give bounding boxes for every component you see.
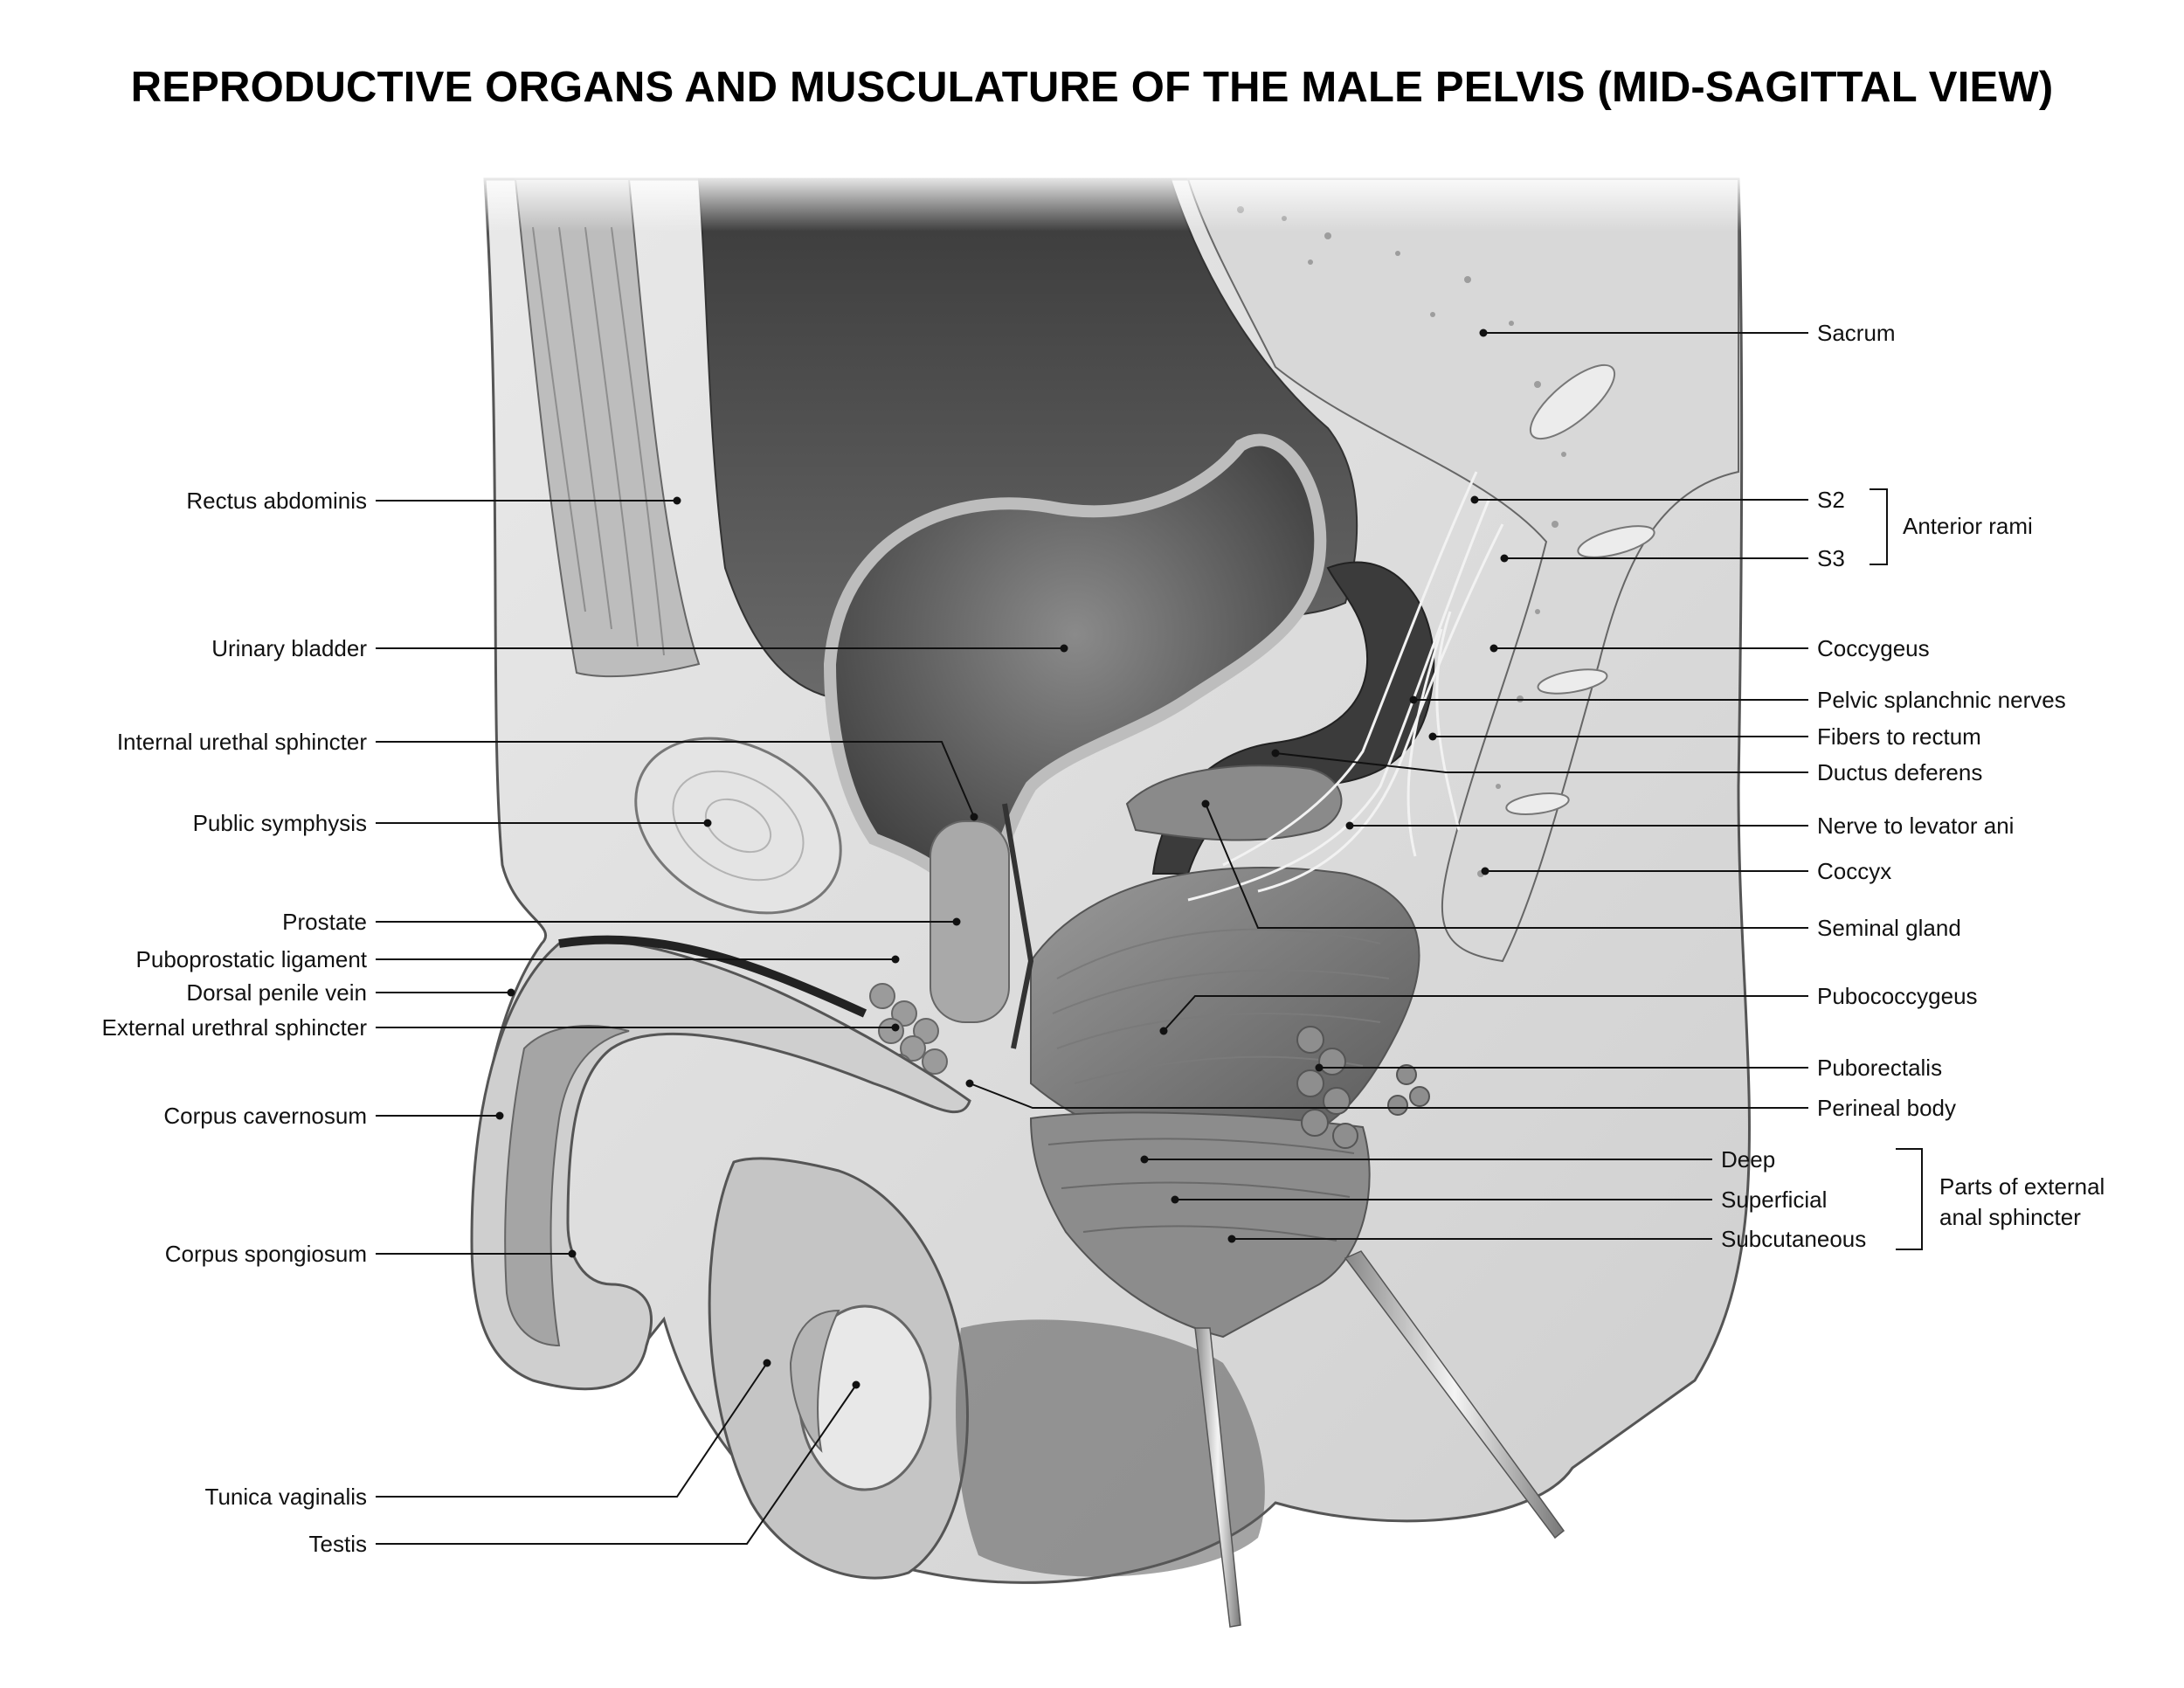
anterior-rami-bracket	[1870, 488, 1888, 565]
corpus-spongiosum-pointer-dot	[568, 1249, 577, 1258]
pubococcygeus-pointer-dot	[1159, 1027, 1168, 1035]
pubic-symphysis-label: Public symphysis	[193, 810, 367, 836]
perineal-body-label: Perineal body	[1817, 1095, 1956, 1121]
pubic-symphysis-pointer-dot	[703, 819, 712, 827]
seminal-gland	[1125, 764, 1343, 841]
coccyx-pointer-dot	[1481, 867, 1489, 875]
sacrum-pointer-dot	[1479, 329, 1488, 337]
anal-sphincter-bracket	[1896, 1148, 1923, 1250]
urinary-bladder	[823, 433, 1327, 948]
bracket-layer	[1870, 488, 1923, 1250]
perineal-body-leader	[969, 1083, 1808, 1109]
pelvic-splanchnic-nerves-label: Pelvic splanchnic nerves	[1817, 687, 2066, 713]
s3-pointer-dot	[1500, 554, 1509, 563]
puboprostatic-ligament-pointer-dot	[891, 955, 900, 964]
rectus-abdominis-label: Rectus abdominis	[186, 488, 367, 514]
rectus-fibers	[532, 226, 665, 656]
seminal-gland-leader	[1205, 803, 1808, 929]
ductus-deferens-pointer-dot	[1271, 749, 1280, 758]
buttock	[956, 1319, 1265, 1577]
superficial-label: Superficial	[1721, 1186, 1827, 1213]
ductus-deferens-leader	[1275, 752, 1808, 773]
tunica-vaginalis-shape	[789, 1309, 840, 1453]
urinary-bladder-label: Urinary bladder	[211, 635, 367, 661]
seminal-gland-pointer-dot	[1201, 799, 1210, 808]
fibers-to-rectum-pointer-dot	[1428, 732, 1437, 741]
seminal-gland-label: Seminal gland	[1817, 915, 1961, 941]
tunica-vaginalis-leader	[376, 1362, 768, 1498]
urethra	[1002, 803, 1034, 1049]
dorsal-penile-vein-pointer-dot	[507, 988, 515, 997]
internal-urethral-sphincter-pointer-dot	[970, 813, 978, 821]
testis-leader	[376, 1384, 857, 1545]
anterior-rami-label: Anterior rami	[1903, 513, 2033, 539]
perineal-body-pointer-dot	[965, 1079, 974, 1088]
vertebral-discs	[1505, 363, 1655, 815]
coccyx-label: Coccyx	[1817, 858, 1891, 884]
pubic-symphysis	[634, 737, 842, 915]
s2-label: S2	[1817, 487, 1845, 513]
superficial-pointer-dot	[1171, 1195, 1179, 1204]
external-anal-sphincter	[1029, 1111, 1371, 1339]
deep-pointer-dot	[1140, 1155, 1149, 1164]
rectus-abdominis-pointer-dot	[673, 496, 681, 505]
pelvic-nerves	[1187, 471, 1504, 902]
puboprostatic-ligament-label: Puboprostatic ligament	[136, 946, 368, 972]
probe-left	[1194, 1327, 1241, 1628]
subcutaneous-label: Subcutaneous	[1721, 1226, 1866, 1252]
tunica-vaginalis-label: Tunica vaginalis	[205, 1484, 367, 1510]
pelvis-illustration	[437, 170, 1765, 1628]
dorsal-penile-vein-shape	[558, 935, 867, 1018]
pubococcygeus-label: Pubococcygeus	[1817, 983, 1978, 1009]
s3-label: S3	[1817, 545, 1845, 571]
diagram-title: REPRODUCTIVE ORGANS AND MUSCULATURE OF T…	[130, 64, 2054, 111]
dorsal-penile-vein-label: Dorsal penile vein	[186, 979, 367, 1006]
fibers-to-rectum-label: Fibers to rectum	[1817, 723, 1981, 750]
testis-pointer-dot	[852, 1380, 860, 1389]
subcutaneous-pointer-dot	[1227, 1235, 1236, 1243]
coccygeus-pointer-dot	[1489, 644, 1498, 653]
s2-pointer-dot	[1470, 495, 1479, 504]
probe-right	[1344, 1250, 1565, 1539]
nerve-to-levator-ani-label: Nerve to levator ani	[1817, 813, 2014, 839]
parts-line1-label: Parts of external	[1939, 1173, 2105, 1200]
sacrum-label: Sacrum	[1817, 320, 1896, 346]
external-urethral-sphincter-pointer-dot	[891, 1023, 900, 1032]
penis	[470, 938, 971, 1391]
puborectalis-label: Puborectalis	[1817, 1055, 1942, 1081]
corpus-cavernosum-shape	[504, 1025, 630, 1347]
corpus-cavernosum-label: Corpus cavernosum	[163, 1103, 367, 1129]
pubococcygeus-leader	[1163, 995, 1808, 1032]
parts-line2-label: anal sphincter	[1939, 1204, 2081, 1230]
external-urethral-sphincter-label: External urethral sphincter	[102, 1014, 368, 1041]
prostate-label: Prostate	[282, 909, 367, 935]
testis-label: Testis	[309, 1531, 367, 1557]
internal-urethral-sphincter-label: Internal urethal sphincter	[117, 729, 368, 755]
ductus-deferens-label: Ductus deferens	[1817, 759, 1982, 785]
nerve-to-levator-ani-pointer-dot	[1345, 821, 1354, 830]
pelvic-splanchnic-nerves-pointer-dot	[1409, 695, 1418, 704]
top-fade	[437, 170, 1765, 232]
corpus-spongiosum-label: Corpus spongiosum	[165, 1241, 367, 1267]
tunica-vaginalis-pointer-dot	[763, 1359, 771, 1367]
puborectalis-pointer-dot	[1315, 1063, 1324, 1072]
corpus-cavernosum-pointer-dot	[495, 1111, 504, 1120]
coccygeus-label: Coccygeus	[1817, 635, 1930, 661]
sphincter-fibers	[1047, 1138, 1355, 1242]
internal-urethral-sphincter-leader	[376, 741, 975, 818]
urinary-bladder-pointer-dot	[1060, 644, 1068, 653]
prostate-pointer-dot	[952, 917, 961, 926]
deep-label: Deep	[1721, 1146, 1775, 1173]
levator-fibers	[1052, 928, 1390, 1084]
